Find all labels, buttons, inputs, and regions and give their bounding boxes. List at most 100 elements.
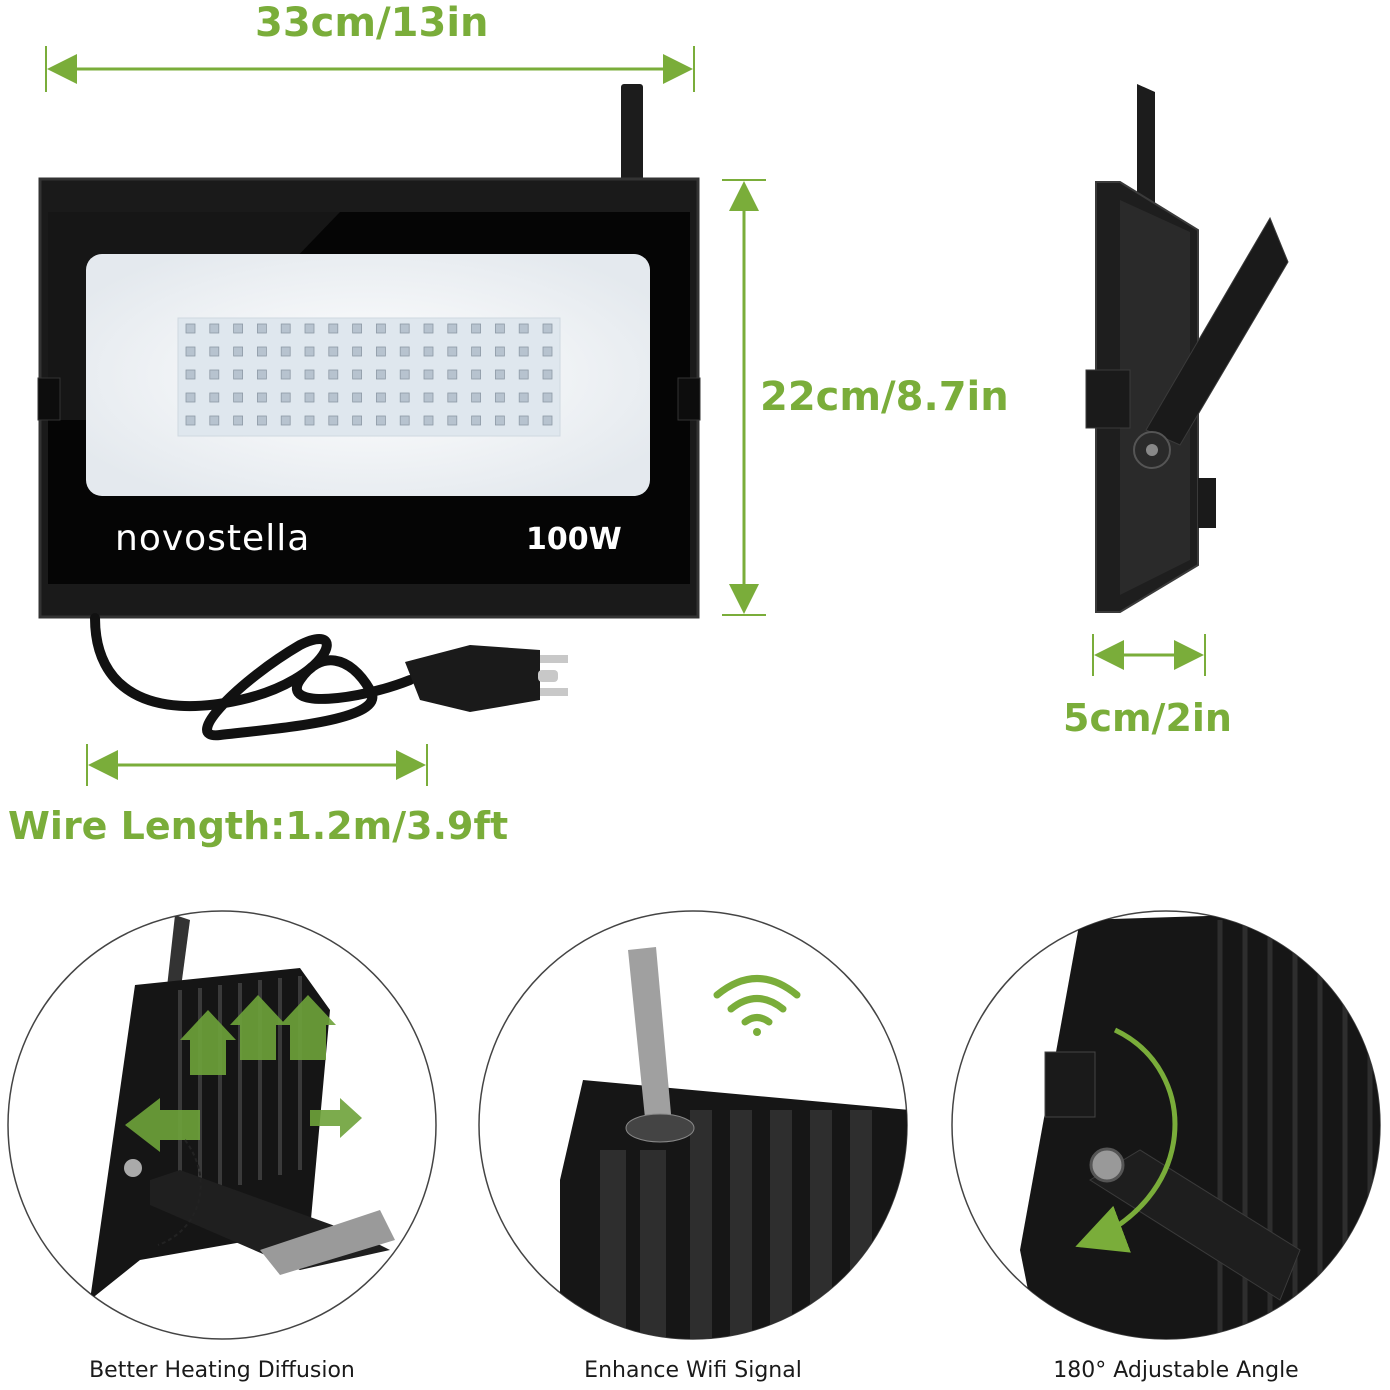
led-chip bbox=[352, 369, 363, 380]
led-chip bbox=[256, 392, 267, 403]
led-chip bbox=[328, 369, 339, 380]
led-chip bbox=[494, 346, 505, 357]
floodlight-front-view bbox=[37, 84, 701, 619]
led-chip bbox=[542, 392, 553, 403]
led-chip bbox=[280, 415, 291, 426]
led-chip bbox=[209, 392, 220, 403]
led-chip bbox=[399, 415, 410, 426]
led-chip bbox=[304, 346, 315, 357]
led-chip bbox=[518, 346, 529, 357]
led-chip bbox=[471, 369, 482, 380]
height-label: 22cm/8.7in bbox=[760, 374, 1009, 420]
led-chip bbox=[185, 323, 196, 334]
power-plug bbox=[405, 645, 568, 712]
rotation-arrow-icon bbox=[1075, 1027, 1178, 1253]
led-chip bbox=[304, 392, 315, 403]
led-chip bbox=[233, 323, 244, 334]
led-chip bbox=[375, 369, 386, 380]
width-label: 33cm/13in bbox=[255, 0, 489, 46]
led-chip bbox=[471, 415, 482, 426]
depth-dimension-line bbox=[1092, 634, 1206, 676]
led-chip bbox=[447, 346, 458, 357]
feature-heating-circle bbox=[7, 910, 437, 1340]
led-chip bbox=[304, 369, 315, 380]
led-chip bbox=[256, 369, 267, 380]
led-chip bbox=[185, 415, 196, 426]
led-chip bbox=[280, 323, 291, 334]
led-chip bbox=[399, 346, 410, 357]
led-chip bbox=[185, 346, 196, 357]
led-chip bbox=[352, 346, 363, 357]
brand-logo: novostella bbox=[115, 518, 311, 559]
led-chip bbox=[304, 415, 315, 426]
led-chip bbox=[256, 323, 267, 334]
led-chip bbox=[328, 415, 339, 426]
caption-wifi: Enhance Wifi Signal bbox=[584, 1358, 802, 1383]
led-chip bbox=[209, 369, 220, 380]
led-chip bbox=[209, 323, 220, 334]
caption-angle: 180° Adjustable Angle bbox=[1053, 1358, 1299, 1383]
led-chip bbox=[518, 415, 529, 426]
led-chip bbox=[233, 415, 244, 426]
led-chip bbox=[423, 392, 434, 403]
led-chip bbox=[423, 346, 434, 357]
led-chip bbox=[256, 415, 267, 426]
led-chip bbox=[518, 392, 529, 403]
led-chip bbox=[209, 346, 220, 357]
led-chip bbox=[447, 369, 458, 380]
led-chip bbox=[185, 369, 196, 380]
feature-wifi-circle bbox=[478, 910, 908, 1340]
led-chip bbox=[542, 323, 553, 334]
led-chip bbox=[280, 392, 291, 403]
led-chip bbox=[399, 392, 410, 403]
led-chip bbox=[518, 369, 529, 380]
led-chip bbox=[233, 392, 244, 403]
led-chip bbox=[494, 323, 505, 334]
wattage-label: 100W bbox=[526, 522, 622, 557]
led-chip bbox=[233, 369, 244, 380]
led-chip bbox=[352, 323, 363, 334]
led-chip bbox=[494, 415, 505, 426]
led-chip bbox=[352, 392, 363, 403]
led-chip bbox=[471, 392, 482, 403]
led-chip bbox=[375, 346, 386, 357]
led-chip bbox=[328, 392, 339, 403]
led-chip bbox=[542, 369, 553, 380]
depth-label: 5cm/2in bbox=[1063, 696, 1232, 740]
wifi-icon bbox=[713, 975, 801, 1026]
led-chip bbox=[209, 415, 220, 426]
led-chip bbox=[375, 323, 386, 334]
led-chip bbox=[280, 346, 291, 357]
led-chip bbox=[280, 369, 291, 380]
led-chip bbox=[447, 323, 458, 334]
floodlight-side-view bbox=[1085, 84, 1289, 613]
led-chip bbox=[375, 392, 386, 403]
led-chip bbox=[304, 323, 315, 334]
feature-angle-circle bbox=[951, 910, 1381, 1340]
height-dimension-line bbox=[722, 179, 766, 616]
wire-length-label: Wire Length:1.2m/3.9ft bbox=[8, 804, 509, 848]
led-chip bbox=[542, 415, 553, 426]
led-chip bbox=[494, 369, 505, 380]
led-chip bbox=[471, 323, 482, 334]
width-dimension-line bbox=[45, 46, 695, 92]
led-chip bbox=[328, 346, 339, 357]
power-cord bbox=[90, 613, 415, 741]
led-chip bbox=[352, 415, 363, 426]
caption-heating: Better Heating Diffusion bbox=[89, 1358, 355, 1383]
led-chip bbox=[256, 346, 267, 357]
led-chip bbox=[447, 415, 458, 426]
led-grid bbox=[185, 323, 553, 426]
led-chip bbox=[233, 346, 244, 357]
led-chip bbox=[328, 323, 339, 334]
led-chip bbox=[447, 392, 458, 403]
airflow-arrows-icon bbox=[125, 995, 362, 1152]
led-chip bbox=[423, 369, 434, 380]
led-chip bbox=[423, 415, 434, 426]
led-chip bbox=[399, 369, 410, 380]
wire-dimension-line bbox=[86, 744, 428, 786]
led-chip bbox=[518, 323, 529, 334]
led-chip bbox=[185, 392, 196, 403]
led-chip bbox=[375, 415, 386, 426]
